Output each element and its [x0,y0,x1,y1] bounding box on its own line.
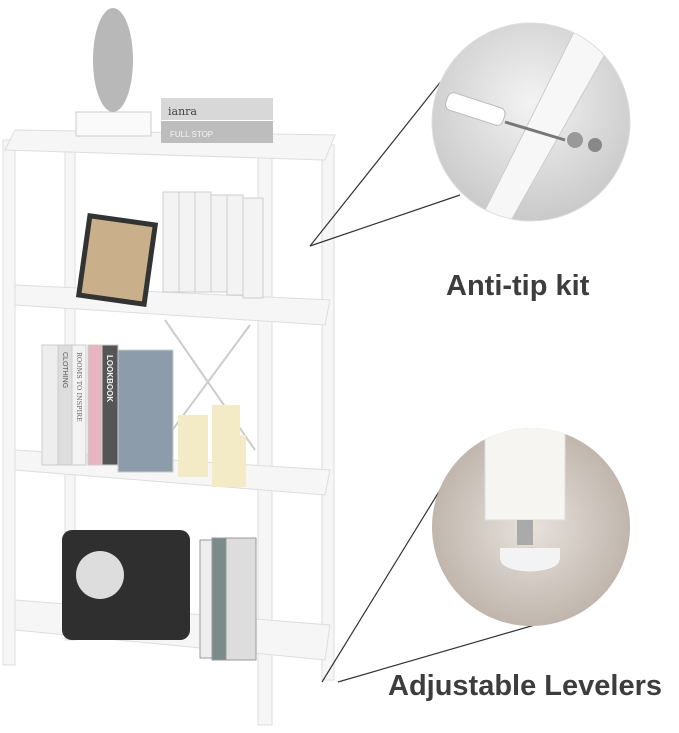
sculpture [75,8,152,137]
books-top: ianra FULL STOP [161,98,273,143]
books-row1 [162,191,264,299]
book-title-ianra: ianra [168,105,197,118]
leveler-closeup [432,428,630,626]
frame-photo [75,212,159,308]
books-row2 [41,344,174,473]
candles [178,405,246,487]
book-title-rooms-to-inspire: ROOMS TO INSPIRE [75,352,83,422]
anti-tip-kit-label: Anti-tip kit [446,270,590,302]
adjustable-levelers-label: Adjustable Levelers [388,670,662,702]
suitcase [62,530,190,640]
callout-lines [309,69,546,683]
book-title-full-stop: FULL STOP [170,130,213,139]
anti-tip-closeup [431,22,631,222]
book-title-lookbook: LOOKBOOK [105,355,114,402]
book-title-clothing: CLOTHING [61,352,68,388]
books-row3 [199,537,257,661]
